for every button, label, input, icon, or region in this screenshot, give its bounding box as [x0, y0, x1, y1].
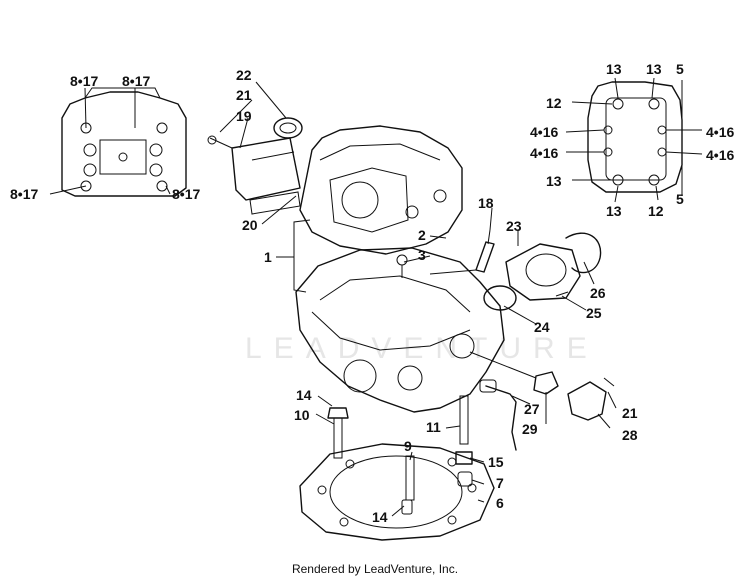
callout-15: 15 — [488, 454, 504, 470]
callout-25: 25 — [586, 305, 602, 321]
breather-assembly — [207, 117, 303, 215]
callout-13-top-left: 13 — [606, 61, 622, 77]
callout-9: 9 — [404, 438, 412, 454]
callout-29: 29 — [522, 421, 538, 437]
callout-19: 19 — [236, 108, 252, 124]
callout-26: 26 — [590, 285, 606, 301]
callout-4-16-lower-left: 4•16 — [530, 145, 558, 161]
head-top-view-inset — [49, 87, 187, 197]
callout-18: 18 — [478, 195, 494, 211]
callout-5-top: 5 — [676, 61, 684, 77]
callout-20: 20 — [242, 217, 258, 233]
callout-22: 22 — [236, 67, 252, 83]
valve-cover-top-view-inset — [565, 77, 703, 203]
callout-23: 23 — [506, 218, 522, 234]
callout-12-bottom: 12 — [648, 203, 664, 219]
footer-credit: Rendered by LeadVenture, Inc. — [291, 562, 459, 576]
callout-5-bottom: 5 — [676, 191, 684, 207]
callout-8-17-bottom-right: 8•17 — [172, 186, 200, 202]
callout-4-16-upper-right: 4•16 — [706, 124, 734, 140]
callout-1: 1 — [264, 249, 272, 265]
callout-24: 24 — [534, 319, 550, 335]
callout-28: 28 — [622, 427, 638, 443]
callout-10: 10 — [294, 407, 310, 423]
callout-3: 3 — [418, 247, 426, 263]
fasteners — [327, 395, 473, 501]
valve-cover — [299, 125, 463, 255]
callouts: 8•17 8•17 8•17 8•17 22 21 19 20 1 2 3 13… — [10, 61, 734, 525]
watermark: LEADVENTURE — [245, 332, 599, 365]
callout-8-17-top-right: 8•17 — [122, 73, 150, 89]
intake-assembly — [429, 229, 602, 311]
callout-13-top-right: 13 — [646, 61, 662, 77]
callout-8-17-top-left: 8•17 — [70, 73, 98, 89]
callout-14-bottom: 14 — [372, 509, 388, 525]
callout-4-16-lower-right: 4•16 — [706, 147, 734, 163]
head-gasket — [299, 443, 495, 541]
callout-6: 6 — [496, 495, 504, 511]
callout-2: 2 — [418, 227, 426, 243]
leader-lines — [219, 81, 617, 517]
callout-21-right: 21 — [622, 405, 638, 421]
callout-21-top: 21 — [236, 87, 252, 103]
callout-11: 11 — [426, 419, 441, 435]
callout-27: 27 — [524, 401, 540, 417]
callout-14-top: 14 — [296, 387, 312, 403]
callout-13-left: 13 — [546, 173, 562, 189]
callout-13-bottom: 13 — [606, 203, 622, 219]
callout-4-16-upper-left: 4•16 — [530, 124, 558, 140]
callout-7: 7 — [496, 475, 504, 491]
callout-8-17-bottom-left: 8•17 — [10, 186, 38, 202]
cylinder-head — [295, 247, 505, 413]
water-outlet-assembly — [469, 351, 615, 451]
callout-12-top: 12 — [546, 95, 562, 111]
